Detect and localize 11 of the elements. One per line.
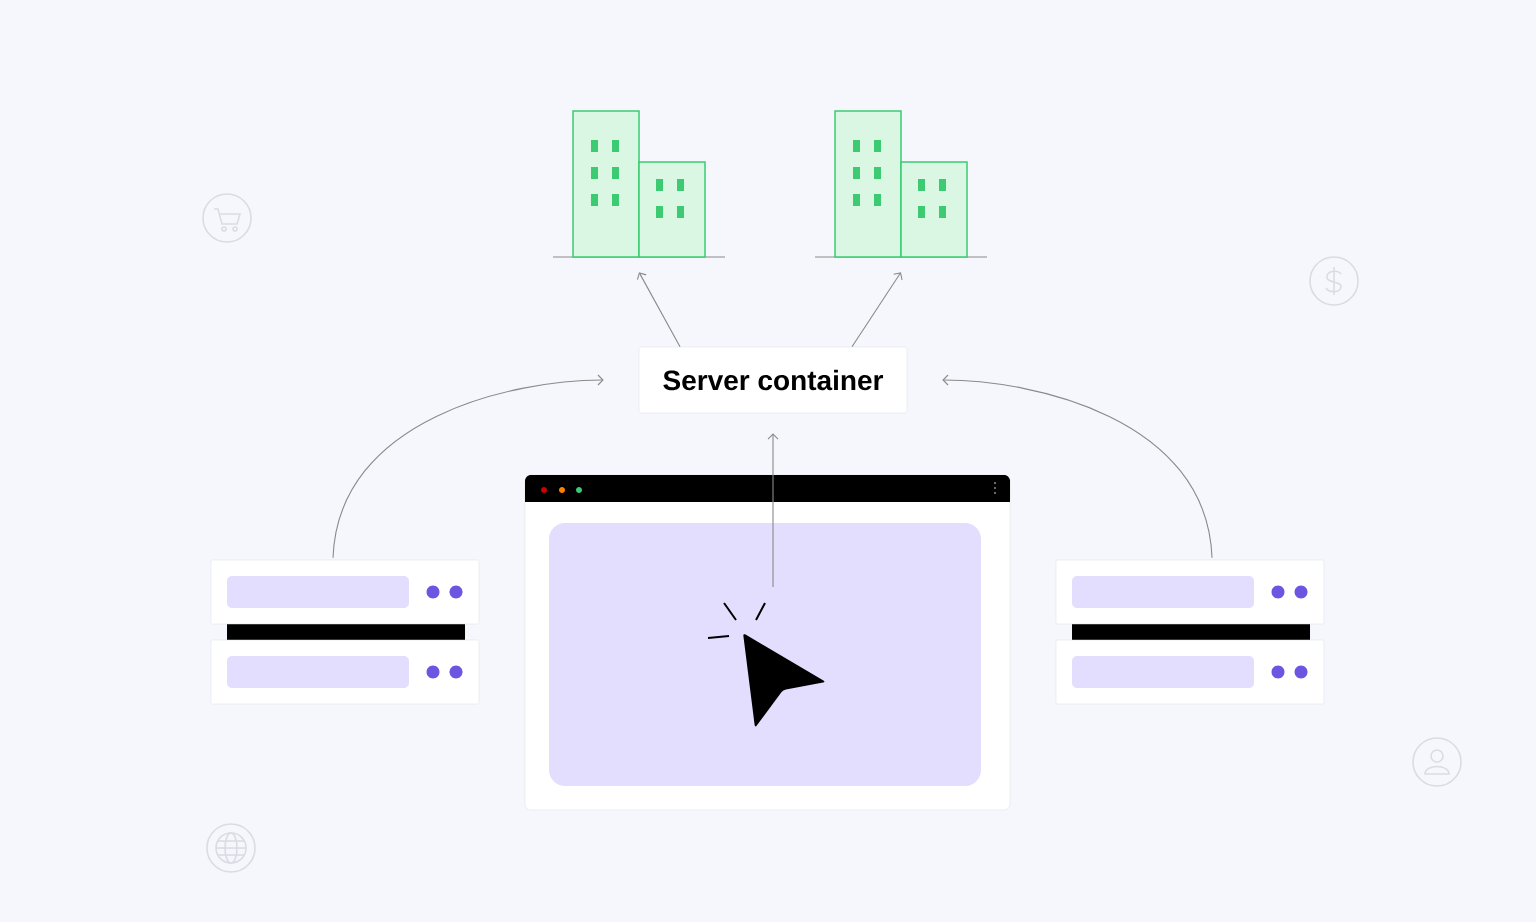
arrow <box>767 433 779 588</box>
arrow <box>636 272 681 348</box>
arrow <box>851 272 903 348</box>
server-drawing <box>1055 559 1325 705</box>
server-drawing <box>210 559 480 705</box>
building-drawing <box>552 110 726 258</box>
arrow <box>942 374 1213 559</box>
text-box: Server container <box>638 346 908 414</box>
building-drawing <box>814 110 988 258</box>
arrow <box>332 374 604 559</box>
browser-window-drawing <box>524 474 1011 811</box>
